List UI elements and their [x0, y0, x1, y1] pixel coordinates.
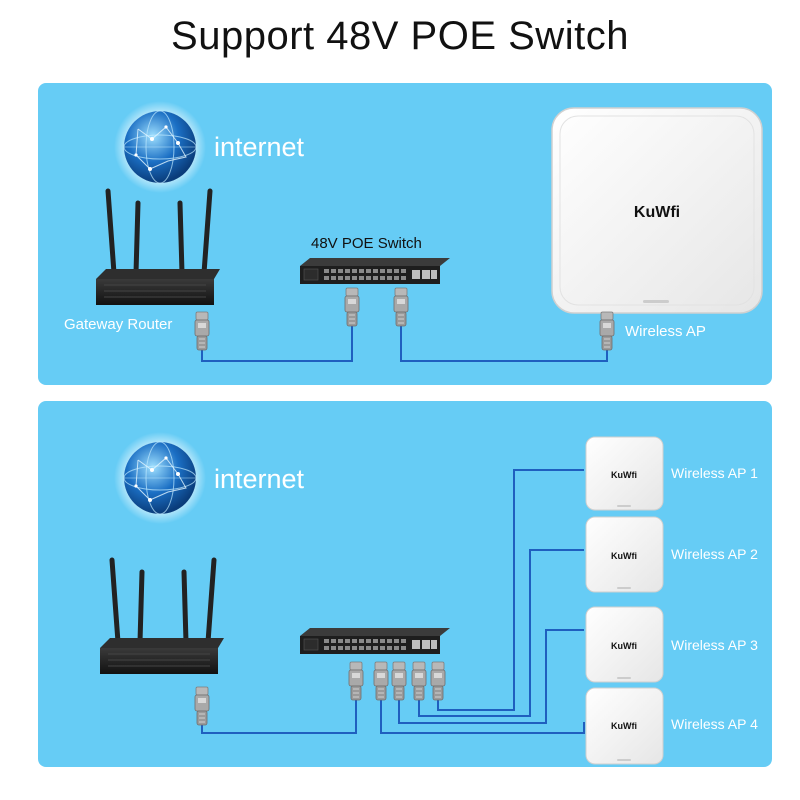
bottom-globe-icon — [113, 431, 207, 525]
top-ethernet-connector-icon — [194, 287, 615, 351]
access-point-4-icon — [585, 687, 664, 765]
ap-1-label: Wireless AP 1 — [671, 465, 758, 481]
top-ap-label: Wireless AP — [625, 323, 706, 340]
top-ap-logo: KuWfi — [634, 204, 680, 221]
top-cables — [201, 325, 608, 362]
top-internet-label: internet — [214, 132, 305, 162]
bottom-internet-label: internet — [214, 464, 305, 494]
ap-2-label: Wireless AP 2 — [671, 546, 758, 562]
ap-4-logo: KuWfi — [611, 721, 637, 731]
ap-4-label: Wireless AP 4 — [671, 716, 758, 732]
ap-3-label: Wireless AP 3 — [671, 637, 758, 653]
bottom-router-icon — [100, 560, 224, 674]
top-router-icon — [96, 191, 220, 305]
ap-1-logo: KuWfi — [611, 470, 637, 480]
top-router-label: Gateway Router — [64, 316, 172, 333]
top-access-point-icon — [551, 107, 763, 314]
bottom-poe-switch-icon — [299, 627, 451, 655]
access-point-2-icon — [585, 516, 664, 593]
bottom-ethernet-connector-icon — [194, 661, 446, 726]
ap-2-logo: KuWfi — [611, 551, 637, 561]
access-point-1-icon — [585, 436, 664, 511]
bottom-cables — [201, 469, 585, 734]
access-point-3-icon — [585, 606, 664, 683]
top-switch-label: 48V POE Switch — [311, 235, 422, 252]
ap-3-logo: KuWfi — [611, 641, 637, 651]
top-globe-icon — [113, 100, 207, 194]
top-poe-switch-icon — [299, 257, 451, 285]
page-title: Support 48V POE Switch — [171, 14, 629, 58]
